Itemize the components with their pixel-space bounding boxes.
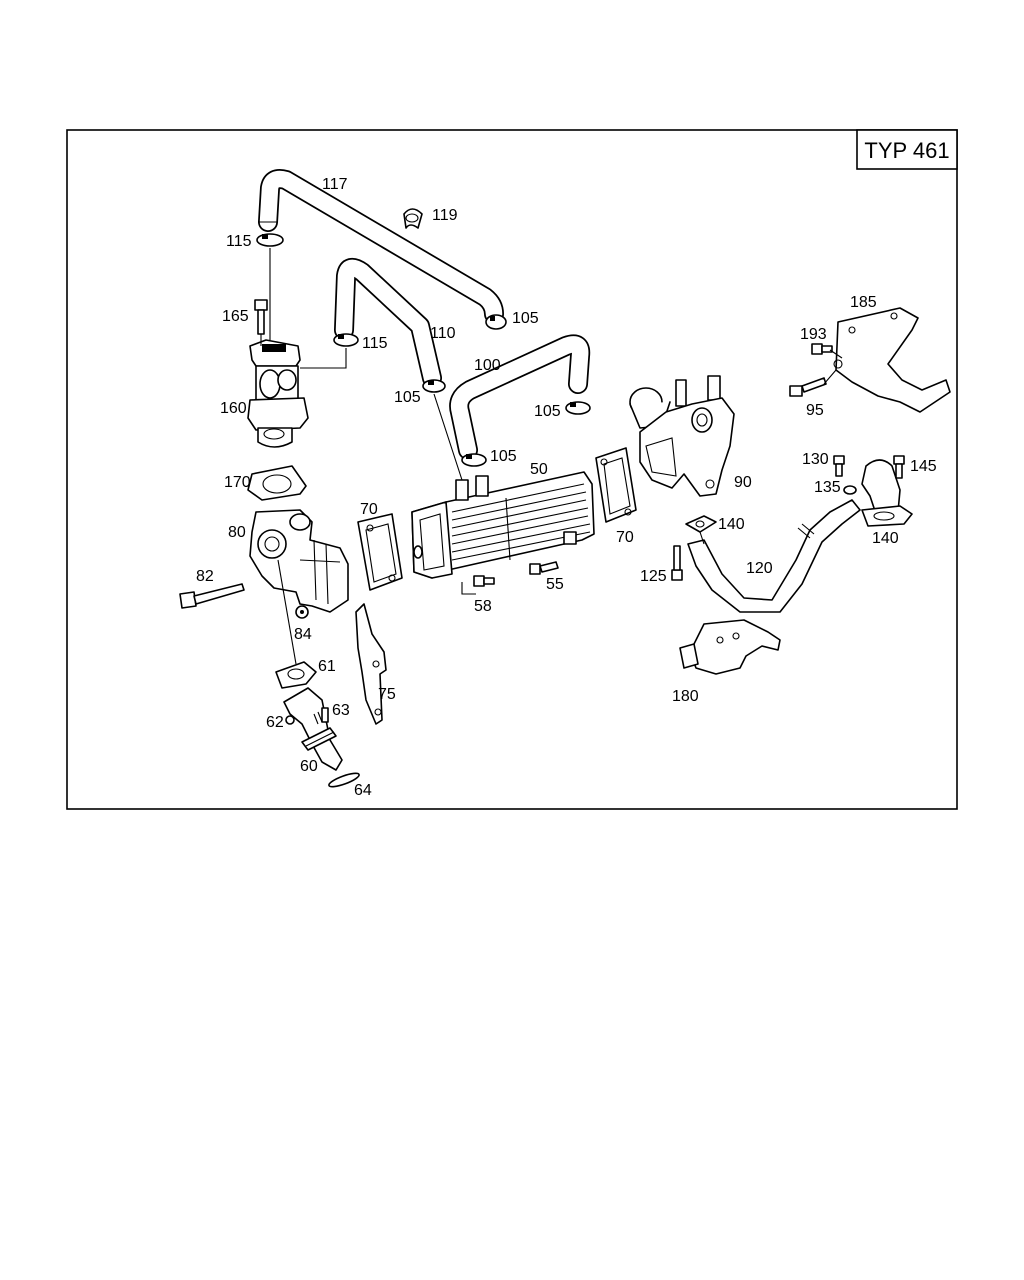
clamp-105-top-right bbox=[485, 314, 507, 330]
label-115-top: 115 bbox=[226, 233, 252, 250]
clamp-115-top bbox=[256, 233, 284, 247]
bolt-193 bbox=[811, 343, 833, 355]
type-badge-text: TYP 461 bbox=[864, 138, 949, 163]
washer-135 bbox=[843, 485, 857, 495]
clamp-115-mid bbox=[333, 333, 359, 347]
label-193: 193 bbox=[800, 326, 827, 343]
label-180: 180 bbox=[672, 688, 699, 705]
pipe-60 bbox=[283, 687, 343, 771]
label-119: 119 bbox=[432, 207, 458, 224]
bolt-145 bbox=[893, 455, 905, 479]
label-50: 50 bbox=[530, 461, 548, 478]
bolt-55 bbox=[529, 561, 559, 575]
hose-100 bbox=[449, 334, 591, 460]
label-62: 62 bbox=[266, 714, 284, 731]
gasket-64 bbox=[328, 772, 360, 788]
label-145: 145 bbox=[910, 458, 937, 475]
label-135: 135 bbox=[814, 479, 841, 496]
label-115-mid: 115 bbox=[362, 335, 388, 352]
label-125: 125 bbox=[640, 568, 667, 585]
egr-valve-160 bbox=[247, 339, 309, 448]
label-58: 58 bbox=[474, 598, 492, 615]
pipe-120 bbox=[687, 499, 861, 613]
label-80: 80 bbox=[228, 524, 246, 541]
hose-117 bbox=[258, 169, 504, 324]
label-105-right: 105 bbox=[534, 403, 561, 420]
diagram-frame bbox=[66, 129, 958, 810]
gasket-140-small bbox=[685, 515, 717, 533]
clamp-105-right bbox=[565, 401, 591, 415]
bolt-82 bbox=[179, 583, 245, 609]
bolt-58 bbox=[473, 575, 495, 587]
label-170: 170 bbox=[224, 474, 251, 491]
label-60: 60 bbox=[300, 758, 318, 775]
clamp-105-left bbox=[422, 379, 446, 393]
label-55: 55 bbox=[546, 576, 564, 593]
label-140-right: 140 bbox=[872, 530, 899, 547]
label-90: 90 bbox=[734, 474, 752, 491]
label-120: 120 bbox=[746, 560, 773, 577]
label-165: 165 bbox=[222, 308, 249, 325]
label-82: 82 bbox=[196, 568, 214, 585]
gasket-70-left bbox=[357, 513, 403, 591]
label-117: 117 bbox=[322, 176, 348, 193]
clamp-119 bbox=[403, 208, 423, 229]
screw-62 bbox=[285, 715, 295, 725]
egr-housing-80 bbox=[249, 509, 349, 613]
label-100: 100 bbox=[474, 357, 501, 374]
label-70-left: 70 bbox=[360, 501, 378, 518]
label-105-top-right: 105 bbox=[512, 310, 539, 327]
clamp-105-lower bbox=[461, 453, 487, 467]
type-badge: TYP 461 bbox=[856, 129, 958, 170]
label-95: 95 bbox=[806, 402, 824, 419]
label-63: 63 bbox=[332, 702, 350, 719]
leader-lines bbox=[260, 248, 843, 665]
label-61: 61 bbox=[318, 658, 336, 675]
egr-cooler-50 bbox=[411, 471, 595, 579]
label-185: 185 bbox=[850, 294, 877, 311]
bolt-95 bbox=[789, 377, 827, 397]
bracket-180 bbox=[679, 619, 781, 675]
label-160: 160 bbox=[220, 400, 247, 417]
hose-110 bbox=[334, 257, 442, 388]
label-130: 130 bbox=[802, 451, 829, 468]
bracket-185 bbox=[833, 307, 951, 413]
bracket-75 bbox=[355, 603, 387, 725]
label-75: 75 bbox=[378, 686, 396, 703]
label-84: 84 bbox=[294, 626, 312, 643]
label-70-right: 70 bbox=[616, 529, 634, 546]
label-64: 64 bbox=[354, 782, 372, 799]
elbow-140 bbox=[861, 459, 913, 527]
part-labels: 117 119 115 165 105 110 115 100 105 105 … bbox=[196, 176, 937, 799]
bolt-165 bbox=[254, 299, 268, 335]
nut-84 bbox=[295, 605, 309, 619]
label-105-lower: 105 bbox=[490, 448, 517, 465]
label-140-small: 140 bbox=[718, 516, 745, 533]
bolt-130 bbox=[833, 455, 845, 477]
label-105-left: 105 bbox=[394, 389, 421, 406]
gasket-70-right bbox=[595, 447, 637, 523]
bolt-125 bbox=[671, 545, 683, 581]
gasket-170 bbox=[247, 465, 307, 501]
label-110: 110 bbox=[430, 325, 456, 342]
gasket-61 bbox=[275, 661, 317, 689]
valve-housing-90 bbox=[629, 375, 735, 497]
pin-63 bbox=[321, 707, 329, 723]
